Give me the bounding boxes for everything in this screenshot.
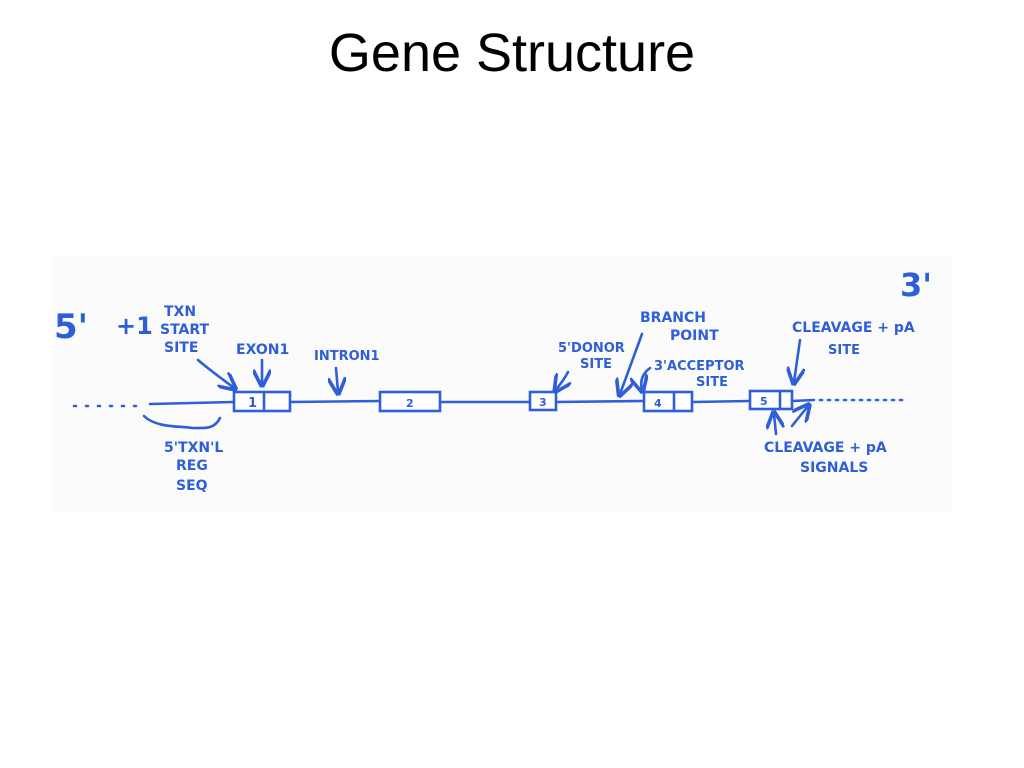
exon-3: 3 [528, 390, 558, 412]
exon-3-number: 3 [539, 396, 547, 409]
gene-diagram-svg: 5' 3' +1 1 2 3 [54, 266, 932, 494]
svg-text:POINT: POINT [670, 328, 719, 344]
exon-1: 1 [232, 390, 292, 413]
exon-5: 5 [748, 389, 794, 411]
cleavage-signals-label: CLEAVAGE + pA SIGNALS [764, 440, 887, 476]
donor-site-arrow [556, 370, 568, 390]
svg-text:BRANCH: BRANCH [640, 310, 706, 326]
svg-text:SEQ: SEQ [176, 478, 208, 494]
dna-strand-line [148, 398, 816, 406]
cleavage-site-arrow [794, 338, 800, 382]
branch-point-label: BRANCH POINT [640, 310, 719, 344]
svg-text:3'ACCEPTOR: 3'ACCEPTOR [654, 359, 745, 374]
svg-text:REG: REG [176, 458, 208, 474]
svg-text:5'DONOR: 5'DONOR [558, 341, 625, 356]
exon-2-number: 2 [406, 397, 414, 410]
acceptor-site-label: 3'ACCEPTOR SITE [654, 359, 745, 390]
five-prime-label: 5' [54, 307, 88, 347]
cleavage-site-label: CLEAVAGE + pA SITE [792, 320, 915, 358]
three-prime-label: 3' [900, 266, 932, 304]
exon-5-number: 5 [760, 395, 768, 408]
branch-point-arrow [620, 332, 644, 394]
svg-text:SITE: SITE [828, 343, 860, 358]
svg-text:SITE: SITE [696, 375, 728, 390]
cleavage-signal-arrow-2 [790, 406, 808, 428]
slide-title: Gene Structure [328, 23, 696, 83]
txn-start-arrow [196, 358, 234, 388]
exon-4-number: 4 [654, 397, 662, 410]
donor-site-label: 5'DONOR SITE [558, 341, 625, 372]
svg-text:START: START [160, 322, 210, 338]
txn-start-site-label: TXN START SITE [160, 304, 210, 356]
exon1-label: EXON1 [236, 342, 289, 358]
svg-text:SITE: SITE [164, 340, 198, 356]
svg-text:CLEAVAGE + pA: CLEAVAGE + pA [792, 320, 915, 336]
intron1-label: INTRON1 [314, 349, 380, 364]
svg-text:CLEAVAGE + pA: CLEAVAGE + pA [764, 440, 887, 456]
exon-4: 4 [642, 390, 694, 413]
regulatory-seq-label: 5'TXN'L REG SEQ [164, 440, 223, 494]
plus-one-label: +1 [116, 312, 153, 340]
svg-text:SIGNALS: SIGNALS [800, 460, 868, 476]
gene-structure-diagram: 5' 3' +1 1 2 3 [52, 256, 952, 512]
svg-text:TXN: TXN [164, 304, 196, 320]
svg-text:SITE: SITE [580, 357, 612, 372]
cleavage-signal-arrow-1 [774, 414, 776, 436]
intron1-arrow [336, 366, 338, 392]
exon-2: 2 [378, 390, 442, 413]
regulatory-brace [142, 414, 222, 430]
svg-text:5'TXN'L: 5'TXN'L [164, 440, 223, 456]
acceptor-site-arrow [641, 366, 652, 390]
exon-1-number: 1 [248, 396, 257, 411]
